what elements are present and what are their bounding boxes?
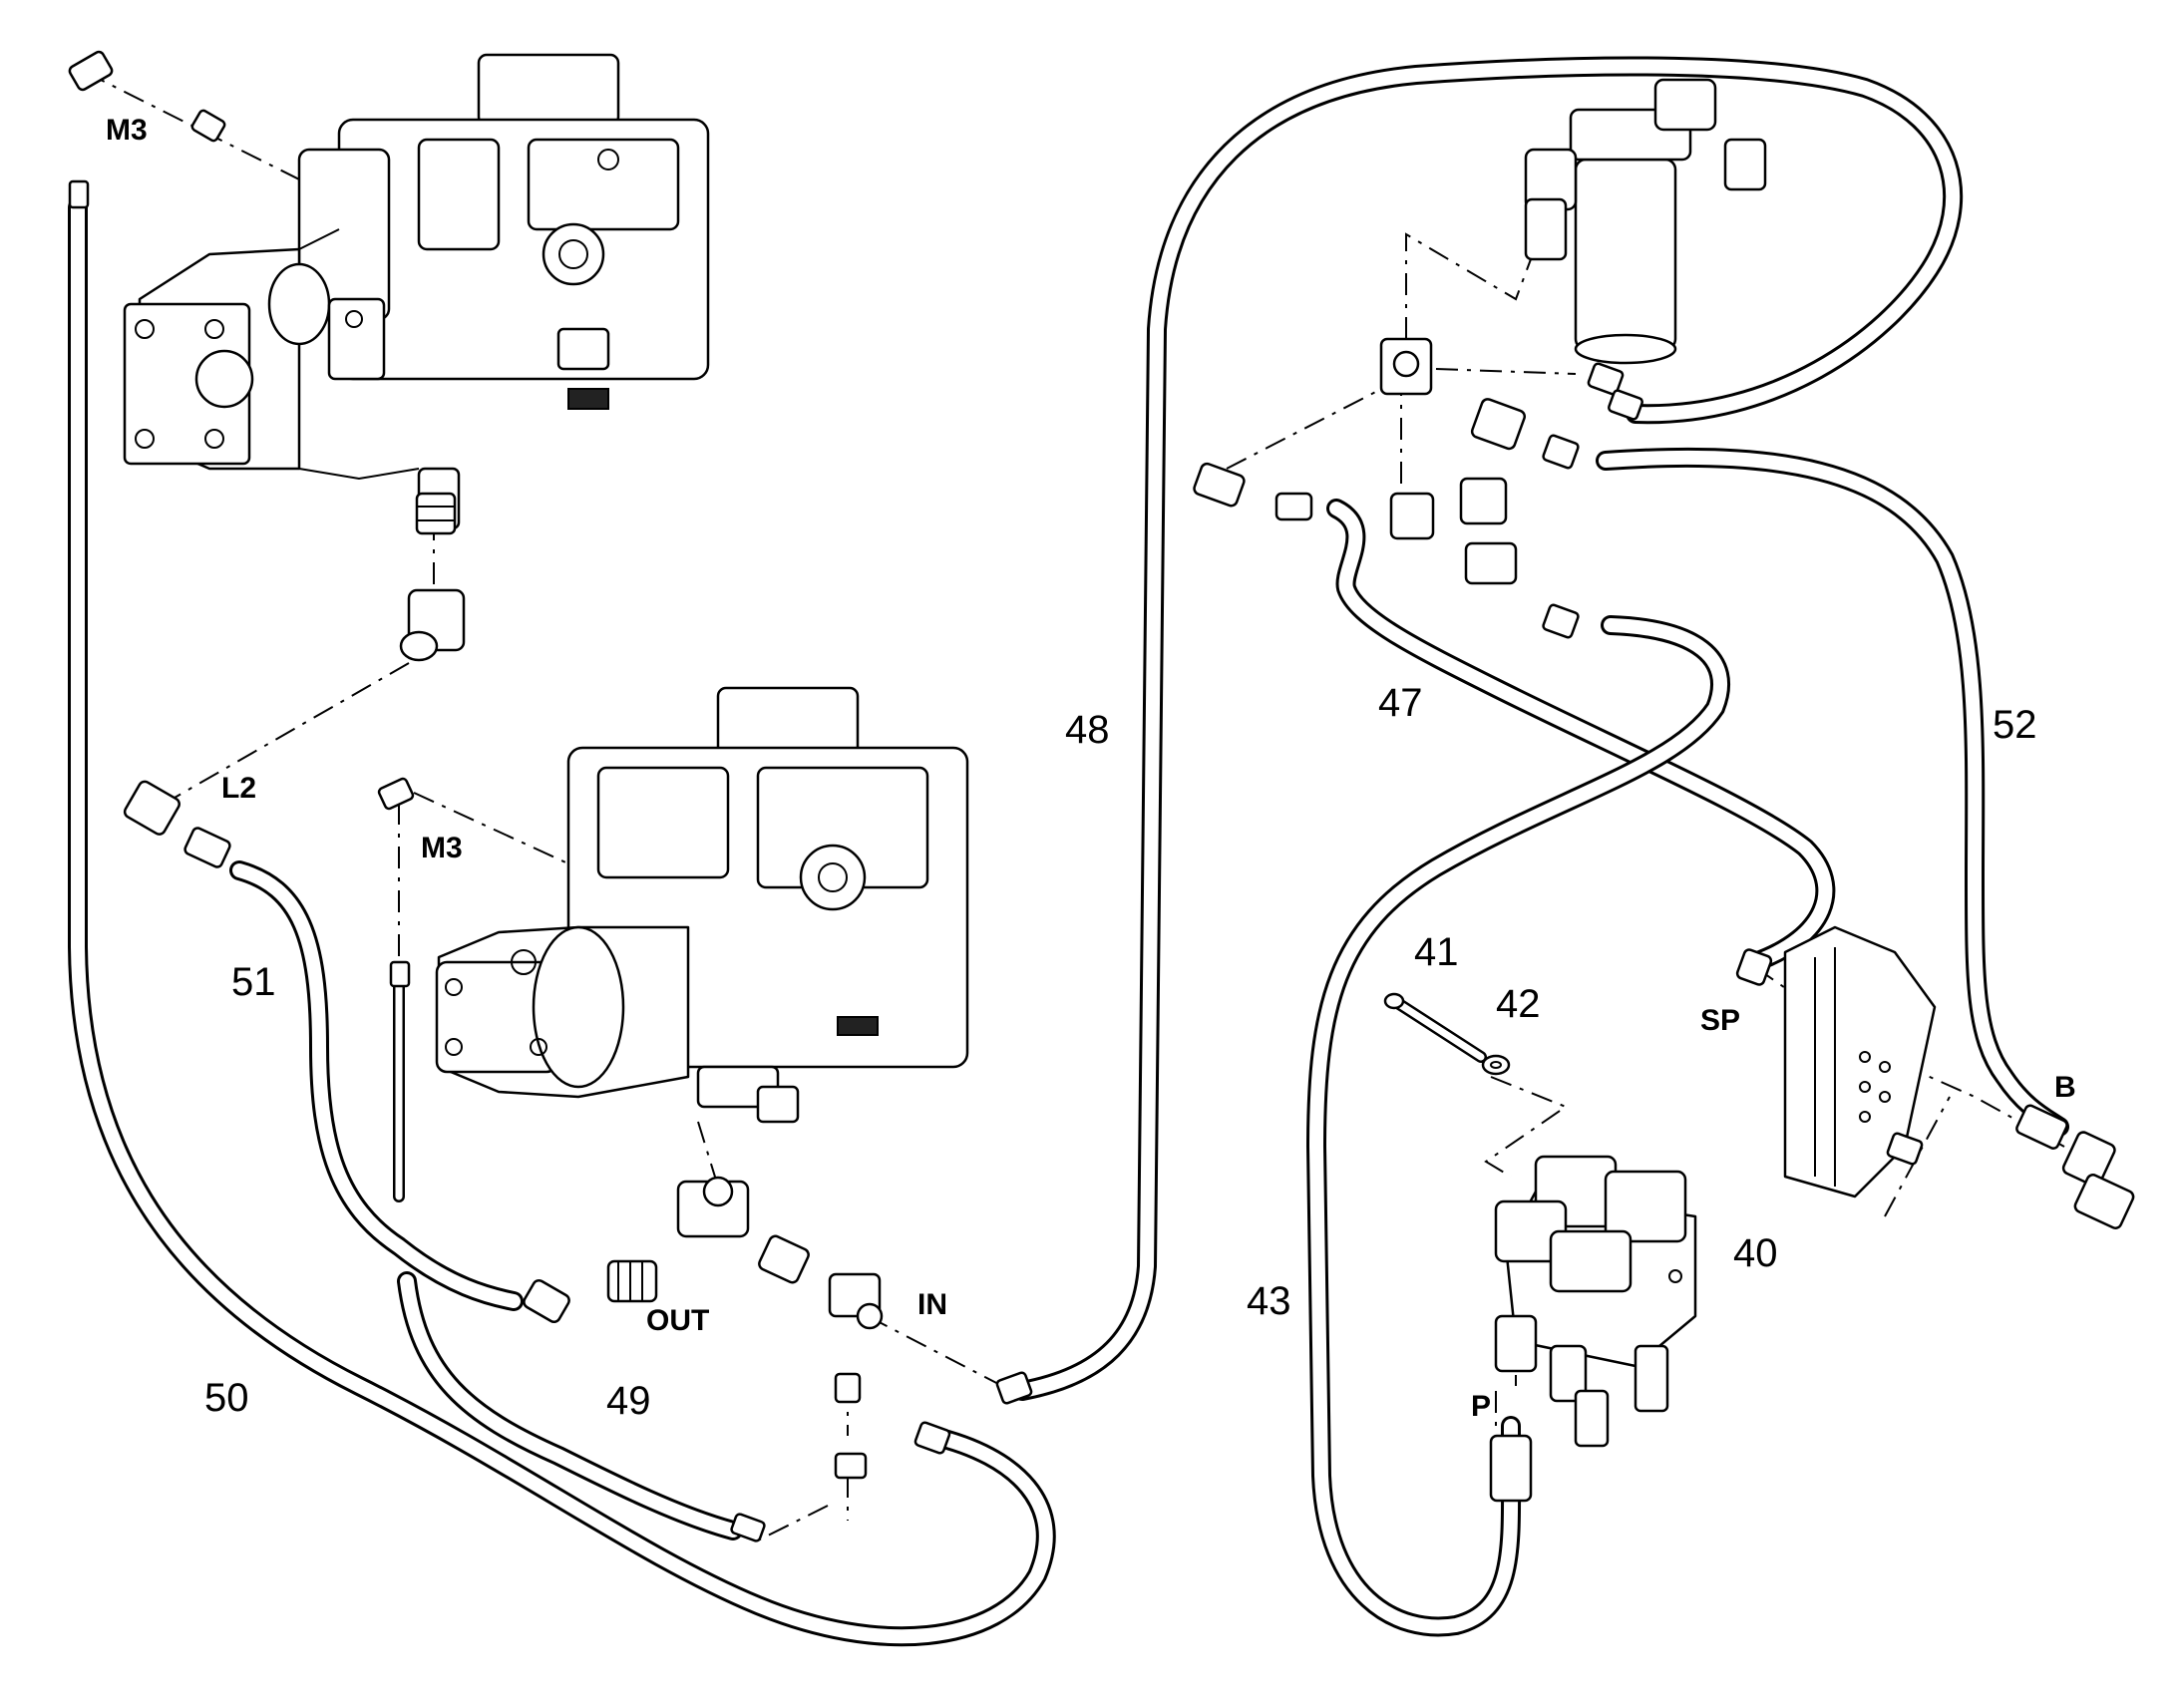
hose-51 bbox=[229, 860, 524, 1311]
washer-42 bbox=[1481, 1054, 1511, 1076]
callout-42: 42 bbox=[1496, 982, 1541, 1026]
port-label-b: B bbox=[2054, 1071, 2076, 1104]
port-labels: M3 M3 L2 OUT IN SP B P bbox=[106, 114, 2076, 1423]
port-label-m3-top: M3 bbox=[106, 114, 148, 147]
hose-50 bbox=[68, 197, 1056, 1647]
hose-49 bbox=[397, 1271, 743, 1540]
lower-hydraulic-pump bbox=[435, 686, 969, 1124]
fitting-m3-mid bbox=[377, 777, 415, 988]
fitting-m3-top-elbow bbox=[68, 50, 226, 209]
port-label-out: OUT bbox=[646, 1304, 709, 1337]
filter-assembly bbox=[1524, 78, 1767, 421]
upper-hydraulic-pump bbox=[123, 53, 710, 530]
fitting-l2-elbow-stack bbox=[123, 492, 466, 868]
mounting-bracket bbox=[1783, 925, 1937, 1198]
callout-51: 51 bbox=[231, 960, 276, 1004]
fitting-b bbox=[2015, 1104, 2135, 1229]
bolt-41 bbox=[1383, 992, 1487, 1063]
callout-52: 52 bbox=[1993, 703, 2037, 747]
callout-43: 43 bbox=[1247, 1279, 1291, 1323]
port-label-sp: SP bbox=[1700, 1004, 1740, 1037]
hose-52 bbox=[1596, 447, 2069, 1137]
port-label-m3-mid: M3 bbox=[421, 832, 463, 864]
callout-41: 41 bbox=[1414, 930, 1459, 974]
fitting-out-in-manifold bbox=[523, 1176, 1033, 1542]
port-label-p: P bbox=[1471, 1390, 1491, 1423]
port-label-in: IN bbox=[917, 1288, 947, 1321]
callout-40: 40 bbox=[1733, 1231, 1778, 1275]
port-label-l2: L2 bbox=[221, 772, 256, 805]
hose-43 bbox=[1306, 615, 1730, 1637]
callout-47: 47 bbox=[1378, 681, 1423, 725]
tee-fittings-right bbox=[1193, 337, 1773, 986]
valve-block-40 bbox=[1489, 1155, 1697, 1503]
callout-50: 50 bbox=[204, 1376, 249, 1420]
callout-numbers: 40 41 42 43 47 48 49 50 51 52 bbox=[204, 681, 2037, 1423]
hose-47 bbox=[1326, 499, 1836, 972]
callout-49: 49 bbox=[606, 1379, 651, 1423]
hose-48 bbox=[1012, 56, 1964, 1401]
callout-48: 48 bbox=[1065, 708, 1110, 752]
